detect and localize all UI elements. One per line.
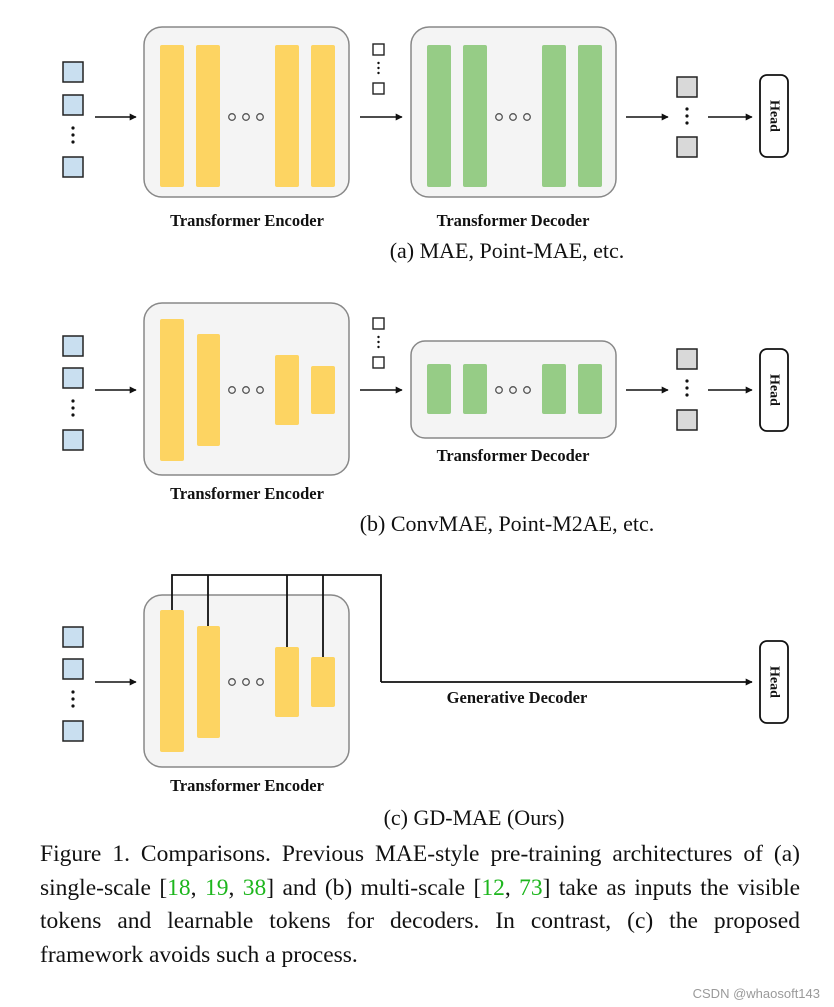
output-token <box>676 409 698 431</box>
encoder-layer <box>160 319 184 461</box>
horizontal-ellipsis-icon <box>228 113 264 121</box>
decoder-label: Generative Decoder <box>447 688 588 707</box>
citation-link[interactable]: 19 <box>204 874 229 901</box>
decoder-layer <box>463 364 487 414</box>
encoder-layer <box>311 657 335 707</box>
input-tokens <box>62 61 84 178</box>
decoder-layer <box>542 364 566 414</box>
head-block: Head <box>759 640 789 724</box>
vertical-ellipsis-icon <box>685 107 689 125</box>
input-token <box>62 94 84 116</box>
caption-separator: , <box>190 874 205 901</box>
encoder-layer <box>197 626 220 738</box>
head-block: Head <box>759 74 789 158</box>
panel-caption: (c) GD-MAE (Ours) <box>384 805 565 830</box>
panel-caption: (a) MAE, Point-MAE, etc. <box>390 238 625 263</box>
encoder-layer <box>275 355 299 425</box>
input-token <box>62 626 84 648</box>
mask-tokens <box>372 43 385 95</box>
horizontal-ellipsis-icon <box>228 386 264 394</box>
mask-token <box>372 317 385 330</box>
watermark: CSDN @whaosoft143 <box>692 986 820 1001</box>
panel-a: Transformer Encoder Transformer Decoder <box>62 26 789 263</box>
encoder-label: Transformer Encoder <box>170 776 324 795</box>
figure-caption: Figure 1. Comparisons. Previous MAE-styl… <box>40 838 800 972</box>
vertical-ellipsis-icon <box>71 126 75 144</box>
architecture-figure: Transformer Encoder Transformer Decoder <box>62 26 789 830</box>
horizontal-ellipsis-icon <box>495 113 531 121</box>
encoder-label: Transformer Encoder <box>170 484 324 503</box>
input-tokens <box>62 335 84 451</box>
encoder-layer <box>311 45 335 187</box>
caption-text: ] and (b) multi-scale [ <box>266 874 482 901</box>
transformer-encoder <box>143 26 350 198</box>
decoder-layer <box>578 364 602 414</box>
decoder-layer <box>542 45 566 187</box>
horizontal-ellipsis-icon <box>495 386 531 394</box>
transformer-encoder <box>143 594 350 768</box>
decoder-label: Transformer Decoder <box>437 446 590 465</box>
output-tokens <box>676 348 698 431</box>
head-label: Head <box>767 374 782 406</box>
vertical-ellipsis-icon <box>71 690 75 708</box>
input-token <box>62 61 84 83</box>
encoder-label: Transformer Encoder <box>170 211 324 230</box>
caption-text: Figure 1. Comparisons. Previous MAE-styl… <box>40 841 800 901</box>
panel-b: Transformer Encoder Transformer Decoder <box>62 302 789 536</box>
citation-link[interactable]: 12 <box>481 874 505 901</box>
encoder-layer <box>160 610 184 752</box>
decoder-layer <box>578 45 602 187</box>
input-token <box>62 429 84 451</box>
skip-connections <box>171 574 382 682</box>
input-token <box>62 156 84 178</box>
output-tokens <box>676 76 698 158</box>
encoder-box <box>143 594 350 768</box>
encoder-layer <box>197 334 220 446</box>
caption-separator: , <box>228 874 243 901</box>
mask-token <box>372 43 385 56</box>
citation-link[interactable]: 73 <box>519 874 543 901</box>
decoder-layer <box>427 364 451 414</box>
mask-tokens <box>372 317 385 369</box>
output-token <box>676 348 698 370</box>
head-label: Head <box>767 666 782 698</box>
output-token <box>676 76 698 98</box>
head-block: Head <box>759 348 789 432</box>
encoder-layer <box>275 45 299 187</box>
decoder-label: Transformer Decoder <box>437 211 590 230</box>
transformer-encoder <box>143 302 350 476</box>
input-token <box>62 720 84 742</box>
horizontal-ellipsis-icon <box>228 678 264 686</box>
caption-text: ] take as inputs the visible tokens and … <box>40 874 801 968</box>
vertical-ellipsis-icon <box>377 61 380 75</box>
caption-separator: , <box>504 874 520 901</box>
encoder-box <box>143 302 350 476</box>
head-label: Head <box>767 100 782 132</box>
citation-link[interactable]: 18 <box>167 874 191 901</box>
encoder-layer <box>196 45 220 187</box>
citation-link[interactable]: 38 <box>242 874 267 901</box>
mask-token <box>372 82 385 95</box>
panel-c: Transformer Encoder Generative Decoder H… <box>62 574 789 830</box>
output-token <box>676 136 698 158</box>
decoder-layer <box>463 45 487 187</box>
panel-caption: (b) ConvMAE, Point-M2AE, etc. <box>360 511 655 536</box>
mask-token <box>372 356 385 369</box>
input-tokens <box>62 626 84 742</box>
decoder-layer <box>427 45 451 187</box>
input-token <box>62 658 84 680</box>
encoder-layer <box>160 45 184 187</box>
vertical-ellipsis-icon <box>685 379 689 397</box>
encoder-layer <box>311 366 335 414</box>
transformer-decoder <box>410 26 617 198</box>
vertical-ellipsis-icon <box>71 399 75 417</box>
input-token <box>62 367 84 389</box>
encoder-layer <box>275 647 299 717</box>
transformer-decoder <box>410 340 617 439</box>
vertical-ellipsis-icon <box>377 335 380 349</box>
input-token <box>62 335 84 357</box>
